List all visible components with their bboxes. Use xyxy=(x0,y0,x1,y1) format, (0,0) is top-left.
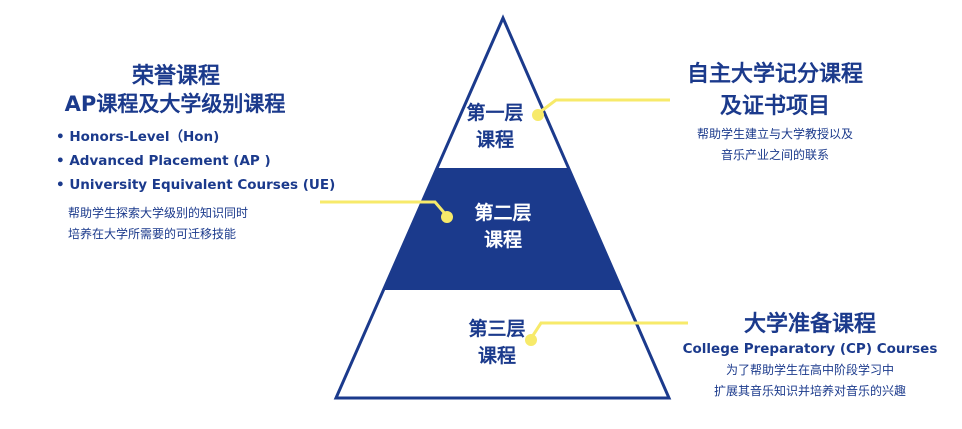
bottom-right-desc-line1: 为了帮助学生在高中阶段学习中 xyxy=(725,363,894,377)
connector-tier-3 xyxy=(528,321,688,341)
tier-3-line1: 第三层 xyxy=(468,318,526,340)
left-description: 帮助学生探索大学级别的知识同时 培养在大学所需要的可迁移技能 xyxy=(68,203,248,245)
connector-dot-tier-2 xyxy=(441,211,453,223)
connector-tier-2 xyxy=(320,200,449,217)
bottom-right-desc-line2: 扩展其音乐知识并培养对音乐的兴趣 xyxy=(713,384,906,398)
connector-dot-tier-3 xyxy=(525,334,537,346)
left-bullet-list: • Honors-Level（Hon) • Advanced Placement… xyxy=(56,125,335,197)
tier-2-line1: 第二层 xyxy=(474,202,532,224)
bullet-item: • Honors-Level（Hon) xyxy=(56,129,220,145)
top-right-desc-line2: 音乐产业之间的联系 xyxy=(720,148,829,162)
bullet-item: • University Equivalent Courses (UE) xyxy=(56,177,336,193)
top-right-title-2: 及证书项目 xyxy=(719,94,830,119)
left-title-2: AP课程及大学级别课程 xyxy=(64,92,286,116)
bottom-right-description: 为了帮助学生在高中阶段学习中 扩展其音乐知识并培养对音乐的兴趣 xyxy=(680,360,940,402)
bullet-item: • Advanced Placement (AP ) xyxy=(56,153,271,169)
bottom-right-subtitle: College Preparatory (CP) Courses xyxy=(682,341,938,357)
connector-tier-1 xyxy=(535,98,670,117)
top-right-description: 帮助学生建立与大学教授以及 音乐产业之间的联系 xyxy=(670,124,880,166)
left-title-1: 荣誉课程 xyxy=(131,64,220,89)
tier-2-band xyxy=(384,168,622,290)
top-right-title-1: 自主大学记分课程 xyxy=(686,62,863,87)
left-desc-line2: 培养在大学所需要的可迁移技能 xyxy=(68,227,237,241)
tier-1-line2: 课程 xyxy=(475,129,514,151)
tier-2-line2: 课程 xyxy=(483,229,522,251)
tier-1-line1: 第一层 xyxy=(466,102,524,124)
tier-3-label: 第三层 课程 xyxy=(452,316,542,370)
bottom-right-title: 大学准备课程 xyxy=(743,312,876,337)
tier-2-label: 第二层 课程 xyxy=(458,200,548,254)
left-desc-line1: 帮助学生探索大学级别的知识同时 xyxy=(68,206,249,220)
tier-1-label: 第一层 课程 xyxy=(450,100,540,154)
top-right-desc-line1: 帮助学生建立与大学教授以及 xyxy=(696,127,853,141)
tier-3-line2: 课程 xyxy=(477,345,516,367)
connector-dot-tier-1 xyxy=(532,109,544,121)
pyramid-outline xyxy=(333,14,672,400)
